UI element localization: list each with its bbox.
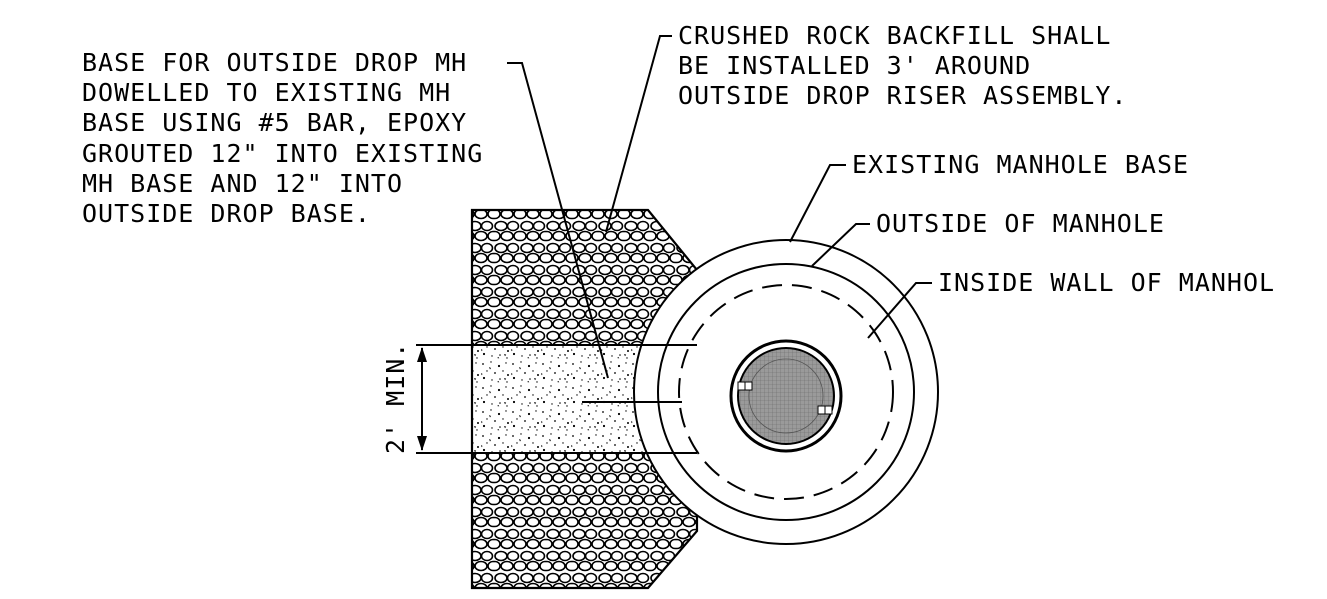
existing-manhole-base-label: EXISTING MANHOLE BASE xyxy=(852,150,1189,179)
leader-inside-wall xyxy=(867,282,932,339)
outside-of-manhole-circle xyxy=(657,263,915,521)
drop-base-line-5: MH BASE AND 12" INTO xyxy=(82,169,403,198)
drop-base-line-3: BASE USING #5 BAR, EPOXY xyxy=(82,108,467,137)
dimension-2ft-min: 2' MIN. xyxy=(381,342,427,454)
drop-base-line-4: GROUTED 12" INTO EXISTING xyxy=(82,139,483,168)
manhole-plan xyxy=(633,239,939,545)
leader-crushed-rock xyxy=(605,35,672,233)
leader-drop-base xyxy=(507,62,609,379)
drop-base-line-2: DOWELLED TO EXISTING MH xyxy=(82,78,451,107)
crushed-rock-note: CRUSHED ROCK BACKFILL SHALL BE INSTALLED… xyxy=(678,21,1127,110)
crushed-rock-line-3: OUTSIDE DROP RISER ASSEMBLY. xyxy=(678,81,1127,110)
leader-existing-base xyxy=(789,164,846,243)
outside-of-manhole-label: OUTSIDE OF MANHOLE xyxy=(876,209,1165,238)
crushed-rock-line-2: BE INSTALLED 3' AROUND xyxy=(678,51,1031,80)
crushed-rock-line-1: CRUSHED ROCK BACKFILL SHALL xyxy=(678,21,1111,50)
leader-lines xyxy=(507,35,932,403)
drop-base-line-1: BASE FOR OUTSIDE DROP MH xyxy=(82,48,467,77)
dimension-label: 2' MIN. xyxy=(381,342,410,454)
leader-outside-manhole xyxy=(811,223,870,267)
drop-base-line-6: OUTSIDE DROP BASE. xyxy=(82,199,371,228)
inside-wall-label: INSIDE WALL OF MANHOL xyxy=(938,268,1275,297)
inside-wall-circle xyxy=(678,284,894,500)
concrete-base-band xyxy=(416,344,697,454)
drop-base-note: BASE FOR OUTSIDE DROP MH DOWELLED TO EXI… xyxy=(82,48,483,228)
manhole-cover xyxy=(737,347,835,445)
